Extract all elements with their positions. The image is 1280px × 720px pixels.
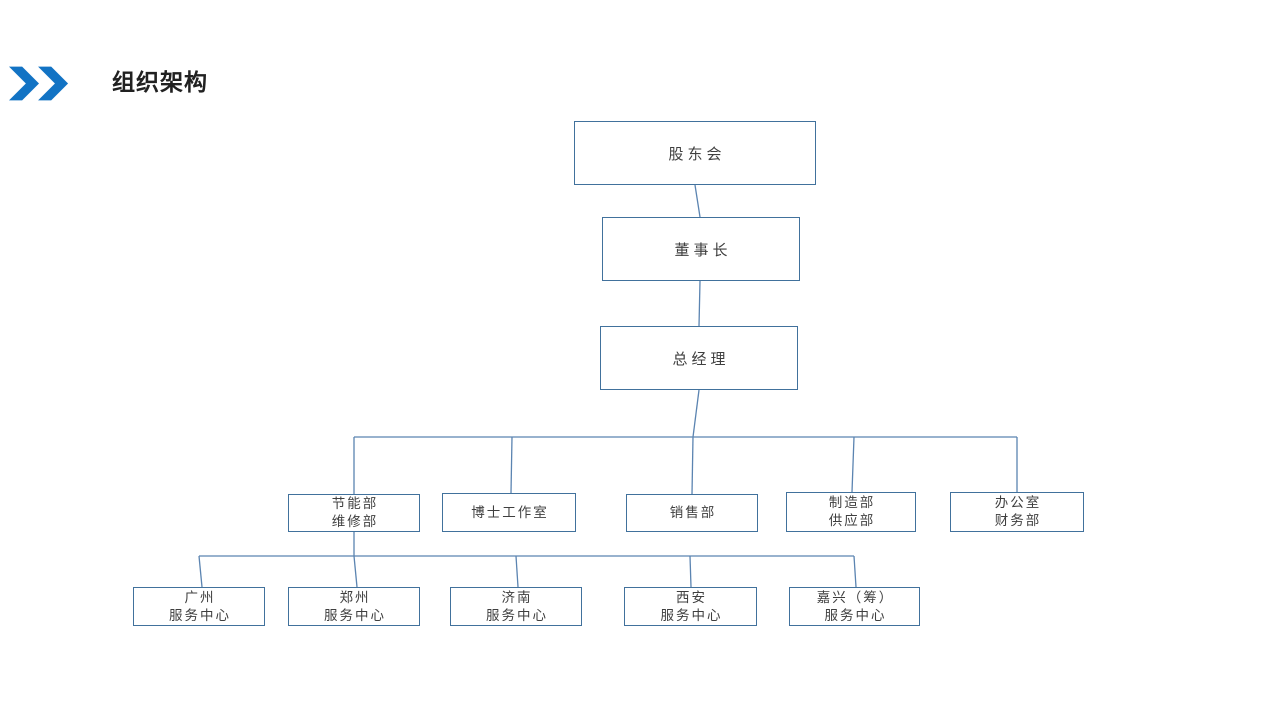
connector-line	[698, 280, 701, 327]
connector-line	[353, 555, 358, 588]
org-node-label: 节能部	[331, 496, 379, 512]
connector-line	[692, 389, 700, 438]
org-node-label: 服务中心	[660, 607, 723, 624]
page-title: 组织架构	[112, 70, 208, 96]
org-node-center-jinan: 济南 服务中心	[450, 587, 582, 626]
org-node-center-zhengzhou: 郑州 服务中心	[288, 587, 420, 626]
org-node-label: 股东会	[668, 144, 726, 163]
connector-line	[198, 555, 203, 588]
double-chevron-icon	[9, 66, 69, 101]
org-node-label: 嘉兴（筹）	[816, 589, 895, 606]
org-node-label: 郑州	[339, 589, 371, 606]
org-node-label: 供应部	[828, 513, 876, 529]
org-node-dept-doctor-studio: 博士工作室	[442, 493, 576, 532]
org-node-dept-office-finance: 办公室 财务部	[950, 492, 1084, 532]
org-node-dept-sales: 销售部	[626, 494, 758, 532]
org-node-label: 服务中心	[169, 607, 231, 624]
org-node-center-jiaxing: 嘉兴（筹） 服务中心	[789, 587, 920, 626]
org-node-label: 销售部	[669, 505, 717, 521]
org-node-label: 维修部	[331, 514, 379, 530]
connector-line	[853, 555, 857, 588]
connector-line	[515, 555, 519, 588]
org-node-label: 服务中心	[486, 607, 548, 624]
org-node-label: 董事长	[674, 240, 732, 259]
connector-line	[691, 436, 694, 495]
org-node-label: 广州	[184, 589, 216, 606]
org-node-label: 济南	[501, 589, 533, 606]
org-node-label: 办公室	[994, 495, 1042, 511]
slide-header: 组织架构	[0, 58, 500, 108]
org-node-label: 财务部	[994, 513, 1042, 529]
org-node-chairman: 董事长	[602, 217, 800, 281]
org-node-shareholders: 股东会	[574, 121, 816, 185]
org-node-label: 博士工作室	[471, 504, 549, 521]
connector-line	[851, 436, 855, 493]
org-node-general-manager: 总经理	[600, 326, 798, 390]
org-node-dept-manufacturing-supply: 制造部 供应部	[786, 492, 916, 532]
connector-line	[689, 555, 692, 588]
org-node-center-guangzhou: 广州 服务中心	[133, 587, 265, 626]
org-node-center-xian: 西安 服务中心	[624, 587, 757, 626]
org-node-label: 总经理	[672, 349, 730, 368]
org-node-label: 服务中心	[824, 607, 887, 624]
connector-line	[510, 436, 513, 494]
org-node-label: 服务中心	[324, 607, 386, 624]
org-node-label: 西安	[676, 589, 707, 606]
connector-line	[694, 184, 701, 218]
org-node-label: 制造部	[828, 495, 876, 511]
org-node-dept-energy-maintenance: 节能部 维修部	[288, 494, 420, 532]
